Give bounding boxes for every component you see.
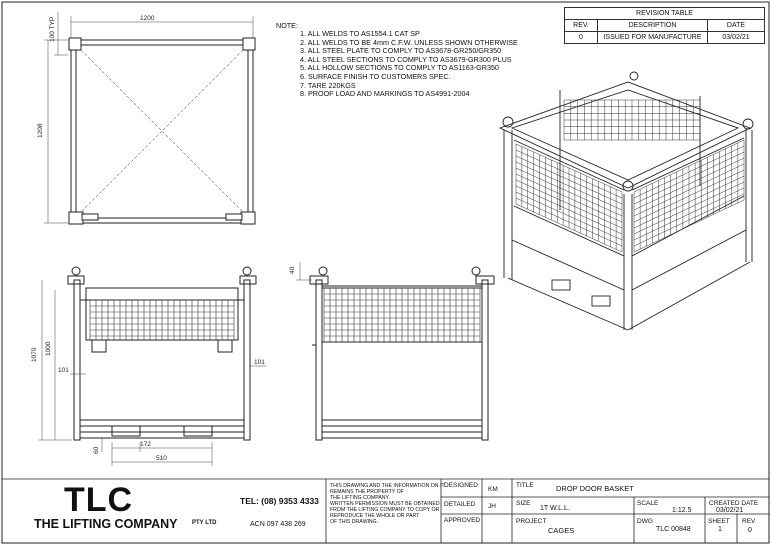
created-date-label: CREATED DATE — [709, 500, 759, 507]
dim-front-right-offset: 101 — [254, 359, 265, 366]
note-item: 8. PROOF LOAD AND MARKINGS TO AS4991-200… — [300, 89, 470, 99]
dim-front-fork-span: 510 — [156, 455, 167, 462]
rev-value: 0 — [748, 527, 752, 534]
front-view-mesh — [89, 299, 235, 340]
designed-label: DESIGNED — [444, 482, 478, 489]
dim-top-width: 1200 — [140, 15, 155, 22]
dim-top-typ: 100 TYP — [49, 17, 56, 42]
company-phone: TEL: (08) 9353 4333 — [240, 496, 319, 506]
note-item: 2. ALL WELDS TO BE 4mm C.F.W. UNLESS SHO… — [300, 37, 518, 47]
detailed-value: JH — [488, 503, 496, 510]
isometric-mesh — [515, 99, 745, 253]
disclaimer-line: FROM THE LIFTING COMPANY TO COPY OR — [330, 507, 440, 513]
sheet-label: SHEET — [708, 518, 730, 525]
revision-cell: ISSUED FOR MANUFACTURE — [597, 31, 708, 44]
revision-cell: 0 — [564, 31, 598, 44]
dwg-value: TLC 00848 — [656, 526, 691, 533]
title-label: TITLE — [516, 482, 534, 489]
front-view — [67, 266, 257, 441]
disclaimer-line: OF THIS DRAWING. — [330, 519, 379, 525]
side-view-dimension-lines — [296, 262, 312, 281]
created-date-value: 03/02/21 — [716, 507, 744, 514]
size-label: SIZE — [516, 500, 531, 507]
disclaimer-line: REMAINS THE PROPERTY OF — [330, 489, 404, 495]
disclaimer-line: THIS DRAWING AND THE INFORMATION ON IT — [330, 483, 445, 489]
disclaimer-line: REPRODUCE THE WHOLE OR PART — [330, 513, 420, 519]
revision-table: REVISION TABLE REV. DESCRIPTION DATE 0 I… — [564, 7, 765, 44]
sheet-value: 1 — [718, 526, 722, 533]
top-view-dimension-lines — [44, 12, 254, 224]
disclaimer: THIS DRAWING AND THE INFORMATION ON IT R… — [330, 483, 445, 525]
dim-side-top: 40 — [289, 266, 296, 274]
revision-cell: 03/02/21 — [707, 31, 765, 44]
note-item: 6. SURFACE FINISH TO CUSTOMERS SPEC. — [300, 71, 451, 81]
revision-header-description: DESCRIPTION — [597, 19, 708, 32]
detailed-label: DETAILED — [444, 501, 476, 508]
rev-label: REV — [742, 518, 756, 525]
dim-front-fork-gap: 172 — [140, 441, 151, 448]
note-item: 1. ALL WELDS TO AS1554.1 CAT SP — [300, 29, 420, 38]
company-suffix: PTY LTD — [192, 520, 217, 526]
company-name: THE LIFTING COMPANY — [34, 517, 178, 531]
note-item: 5. ALL HOLLOW SECTIONS TO COMPLY TO AS11… — [300, 63, 499, 73]
designed-value: KM — [488, 486, 498, 493]
front-view-dimension-lines — [38, 280, 266, 466]
top-view — [68, 37, 256, 225]
notes-list: 1. ALL WELDS TO AS1554.1 CAT SP 2. ALL W… — [300, 29, 518, 99]
dim-front-height-total: 1070 — [31, 347, 38, 362]
isometric-view — [498, 71, 754, 331]
revision-header-date: DATE — [707, 19, 765, 32]
note-item: 3. ALL STEEL PLATE TO COMPLY TO AS3678-G… — [300, 46, 502, 56]
dim-front-left-offset: 101 — [58, 367, 69, 374]
approved-label: APPROVED — [444, 517, 481, 524]
scale-label: SCALE — [637, 500, 659, 507]
revision-table-title: REVISION TABLE — [564, 7, 765, 20]
project-value: CAGES — [548, 526, 575, 535]
company-acn: ACN 097 438 269 — [250, 521, 306, 528]
scale-value: 1:12.5 — [672, 507, 692, 514]
dim-front-fork-height: 60 — [93, 446, 100, 454]
note-item: 7. TARE 220KGS — [300, 80, 356, 90]
project-label: PROJECT — [516, 518, 547, 525]
title-block-lines — [2, 478, 769, 543]
revision-header-rev: REV. — [564, 19, 598, 32]
company-logo: TLC — [64, 481, 134, 519]
note-item: 4. ALL STEEL SECTIONS TO COMPLY TO AS367… — [300, 54, 512, 64]
dim-front-height: 1000 — [45, 341, 52, 356]
side-view-mesh — [323, 287, 481, 343]
size-value: 1T W.L.L. — [540, 505, 570, 512]
revision-row: 0 ISSUED FOR MANUFACTURE 03/02/21 — [564, 31, 765, 44]
notes-heading: NOTE: — [276, 21, 298, 30]
disclaimer-line: WRITTEN PERMISSION MUST BE OBTAINED — [330, 501, 440, 507]
dim-top-depth: 1208 — [37, 123, 44, 138]
title-value: DROP DOOR BASKET — [556, 484, 634, 493]
dwg-label: DWG — [637, 518, 653, 525]
disclaimer-line: THE LIFTING COMPANY. — [330, 495, 390, 501]
